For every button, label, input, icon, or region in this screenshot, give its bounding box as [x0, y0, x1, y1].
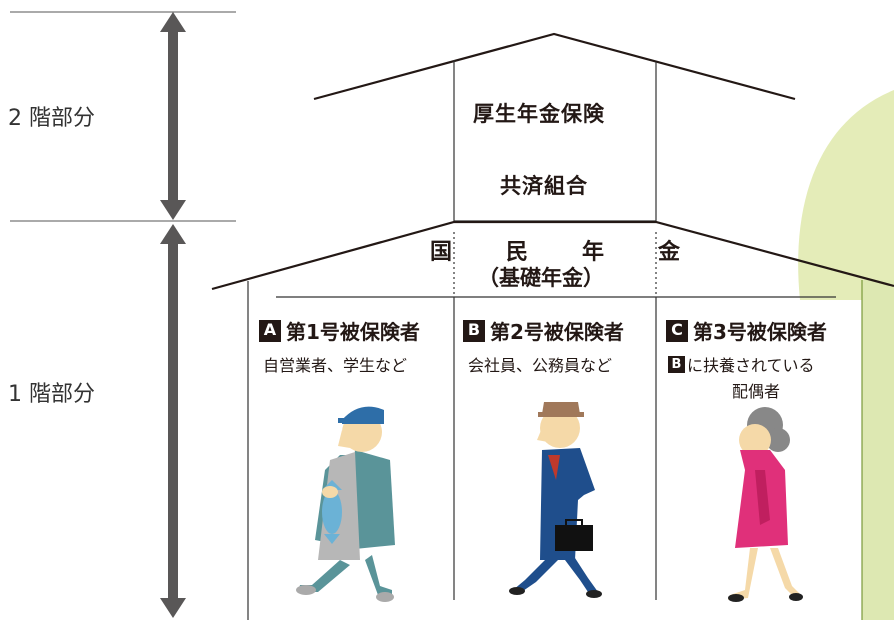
- category-a-title: 第1号被保険者: [286, 320, 420, 344]
- second-floor-label: 2 階部分: [8, 106, 95, 131]
- category-c-desc-a: に扶養されている: [687, 356, 815, 375]
- arrow-second-floor: [160, 12, 186, 220]
- kyosai-label: 共済組合: [500, 174, 588, 198]
- right-green-wall: [862, 280, 894, 620]
- background-green-shape: [798, 90, 894, 300]
- kiso-nenkin-label: （基礎年金）: [478, 266, 604, 290]
- arrow-first-floor: [160, 224, 186, 618]
- category-b-desc: 会社員、公務員など: [468, 356, 613, 375]
- woman-figure-icon: [728, 407, 803, 602]
- category-a-desc: 自営業者、学生など: [263, 356, 408, 375]
- category-c-heading: C 第3号被保険者: [666, 316, 827, 345]
- category-c-desc-line1: B に扶養されている: [668, 352, 815, 376]
- category-c-desc-line2: 配偶者: [732, 382, 781, 401]
- lower-roof: [211, 220, 894, 291]
- fisherman-figure-icon: [296, 406, 395, 602]
- badge-a: A: [259, 319, 281, 342]
- kokumin-char-3: 年: [581, 240, 604, 265]
- badge-c: C: [666, 319, 688, 342]
- kokumin-nenkin-label: 国 民 年 金: [430, 234, 680, 266]
- category-b-heading: B 第2号被保険者: [463, 316, 624, 345]
- businessman-figure-icon: [509, 402, 602, 598]
- upper-roof: [313, 32, 796, 101]
- kokumin-char-4: 金: [657, 240, 680, 265]
- category-a-heading: A 第1号被保険者: [259, 316, 420, 345]
- category-c-title: 第3号被保険者: [693, 320, 827, 344]
- badge-b-inline: B: [668, 355, 685, 373]
- category-b-title: 第2号被保険者: [490, 320, 624, 344]
- kokumin-char-1: 国: [430, 240, 453, 265]
- kosei-nenkin-label: 厚生年金保険: [473, 102, 605, 126]
- first-floor-label: 1 階部分: [8, 382, 95, 407]
- kokumin-char-2: 民: [505, 240, 528, 265]
- badge-b: B: [463, 319, 485, 342]
